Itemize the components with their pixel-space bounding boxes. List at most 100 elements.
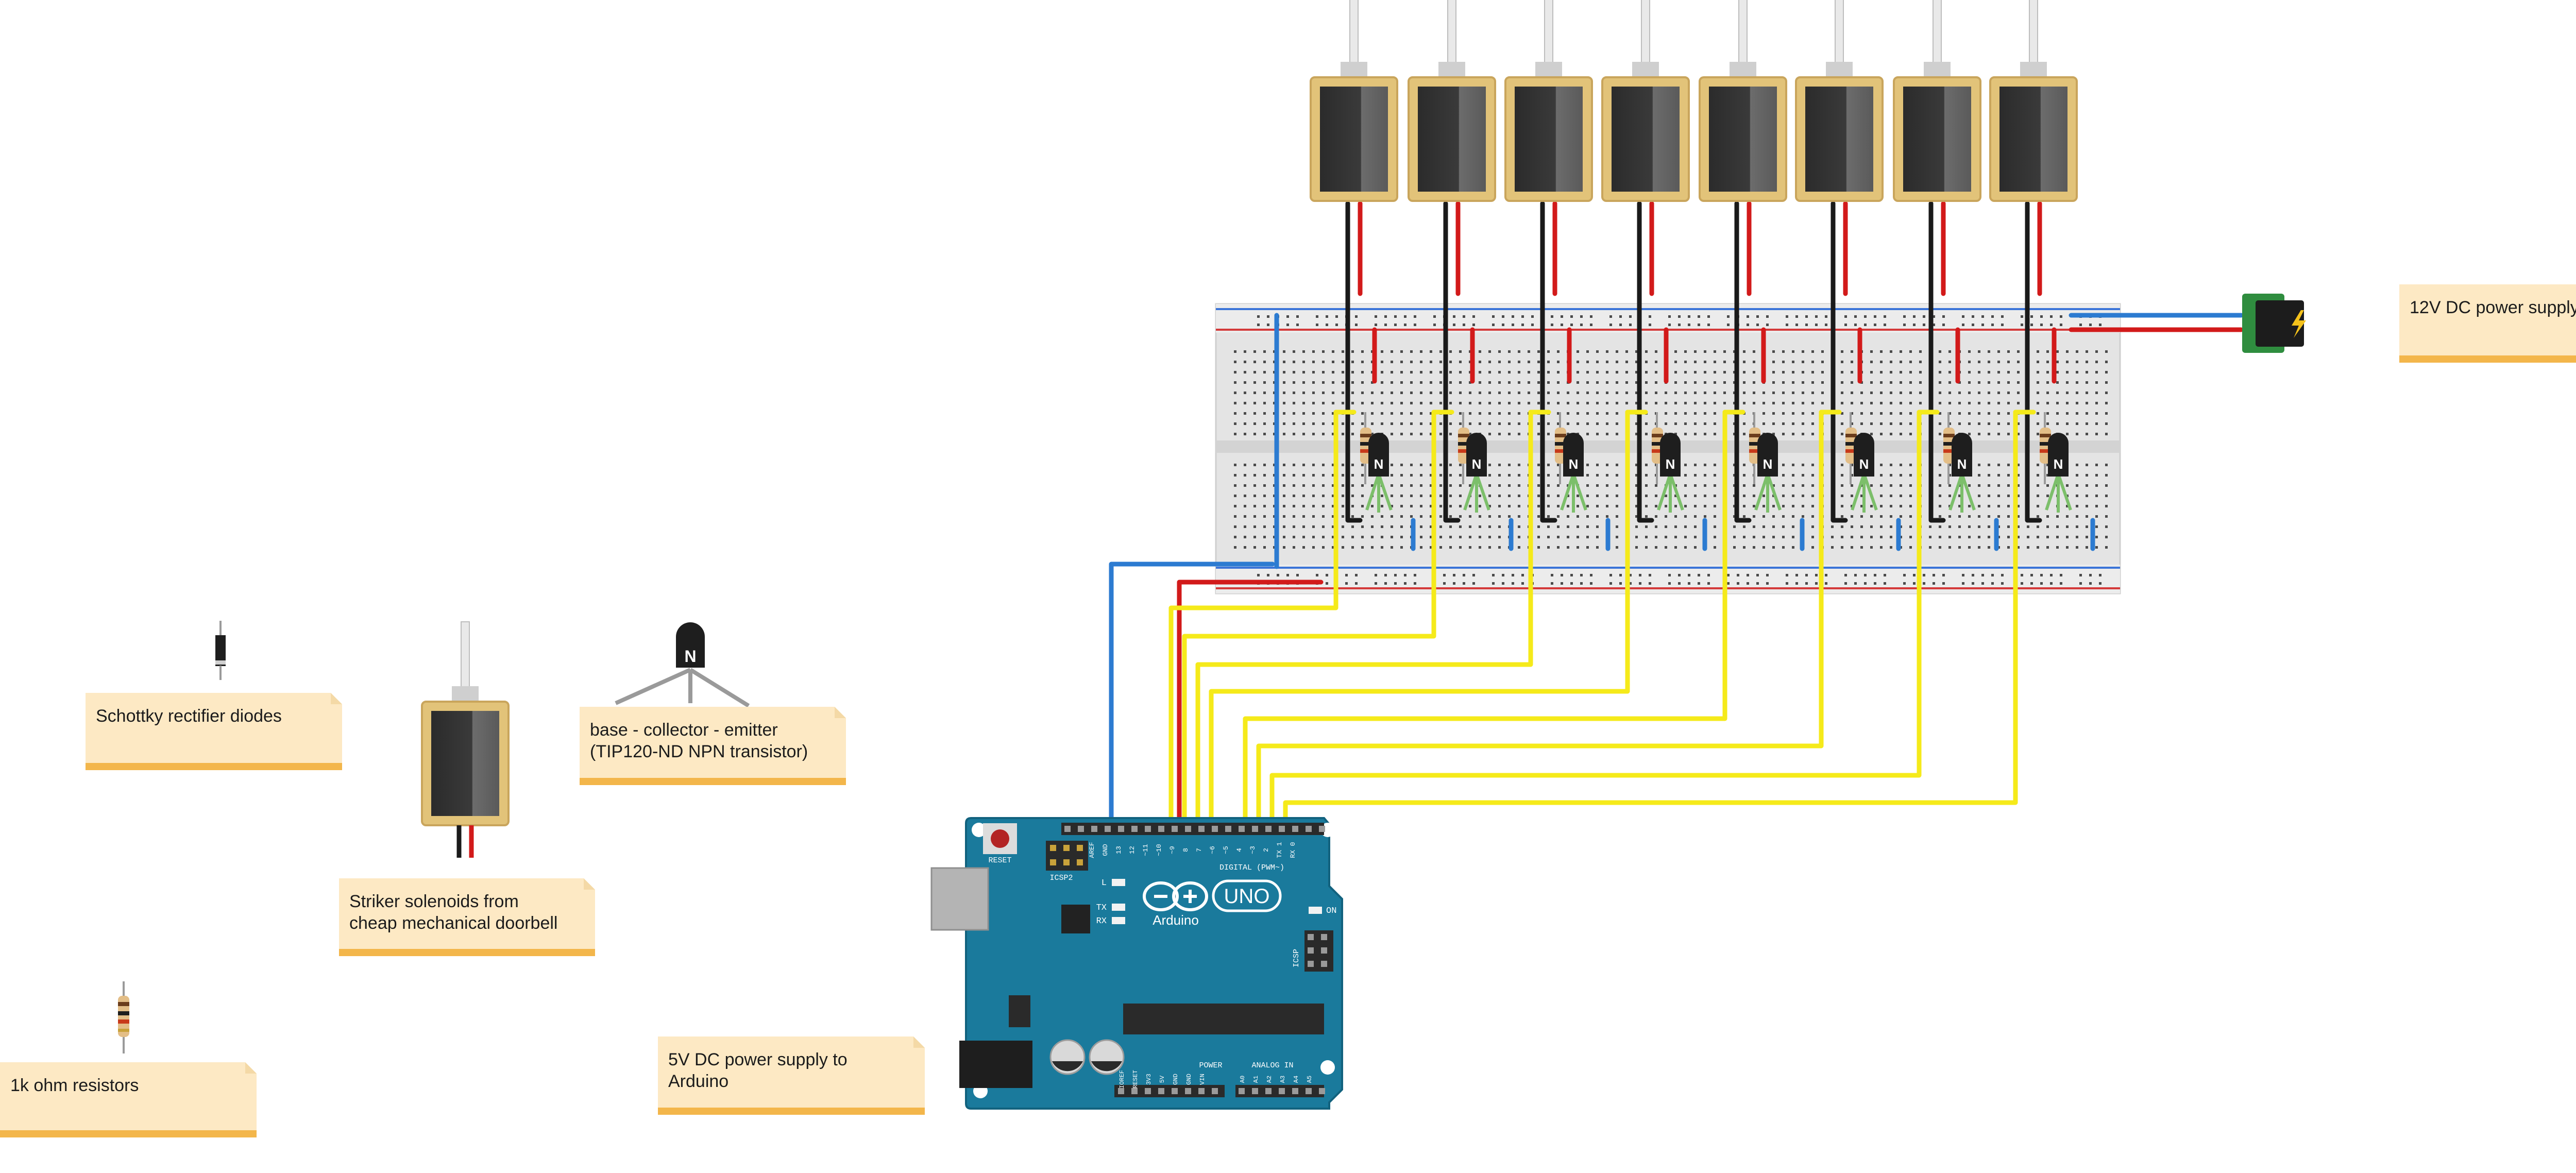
transistor: N	[1365, 433, 1393, 513]
legend-transistor: N	[615, 622, 750, 708]
note-12v-supply-text: 12V DC power supply	[2410, 298, 2576, 317]
solenoid	[1504, 0, 1593, 202]
wire-solenoid-black	[1345, 201, 1363, 523]
solenoid	[1795, 0, 1884, 202]
note-transistor: base - collector - emitter (TIP120-ND NP…	[580, 707, 846, 785]
solenoid	[421, 621, 510, 826]
pin-label: 7	[1195, 848, 1203, 852]
analog-label: ANALOG IN	[1251, 1061, 1293, 1070]
pin-label: 5V	[1159, 1075, 1166, 1083]
note-diodes: Schottky rectifier diodes	[86, 693, 342, 770]
transistor-label: N	[1666, 456, 1675, 472]
wire-signal-yellow	[1243, 410, 1727, 826]
pin-label: 4	[1235, 848, 1243, 852]
transistor: N	[1463, 433, 1490, 513]
arduino-uno: UNO Arduino RESET ICSP2 L TX RX ON ICSP …	[930, 817, 1343, 1110]
transistor: N	[1560, 433, 1587, 513]
transistor: N	[1948, 433, 1976, 513]
pin-label: A0	[1239, 1076, 1246, 1083]
pin-label: GND	[1185, 1074, 1193, 1085]
pin-label: 3V3	[1145, 1074, 1153, 1085]
pin-label: AREF	[1088, 842, 1096, 858]
wires	[1109, 201, 2244, 1100]
on-label: ON	[1326, 906, 1336, 916]
led-rx-label: RX	[1096, 916, 1107, 926]
pin-label: ~9	[1168, 846, 1176, 854]
wire-solenoid-black	[1734, 201, 1752, 523]
transistor: N	[1657, 433, 1684, 513]
legend-diode	[215, 621, 226, 680]
wire-solenoid-black	[1443, 201, 1461, 523]
transistor-label: N	[1859, 456, 1869, 472]
pin-label: A1	[1252, 1076, 1260, 1083]
wire-signal-yellow	[1195, 410, 1533, 826]
solenoid	[1408, 0, 1496, 202]
transistor-label: N	[1957, 456, 1967, 472]
wire-solenoid-black	[1637, 201, 1654, 523]
solenoid-row	[1310, 0, 2078, 202]
transistor: N	[2045, 433, 2072, 513]
pin-label: IOREF	[1118, 1070, 1126, 1089]
transistor-label: N	[1374, 456, 1384, 472]
wire-signal-yellow	[1283, 410, 2018, 826]
pin-label: A2	[1266, 1076, 1273, 1083]
transistor: N	[1851, 433, 1878, 513]
note-5v-supply: 5V DC power supply to Arduino	[658, 1036, 925, 1115]
transistor: N	[1754, 433, 1782, 513]
pin-label: 8	[1182, 848, 1190, 852]
led-tx-label: TX	[1096, 903, 1107, 913]
solenoid	[1601, 0, 1690, 202]
legend-solenoid	[421, 621, 510, 858]
wire-solenoid-black	[2025, 201, 2042, 523]
pin-label: ~10	[1155, 844, 1163, 856]
wire-signal-yellow	[1182, 410, 1436, 826]
pin-label: ~3	[1249, 846, 1257, 854]
icsp-label: ICSP	[1292, 949, 1301, 967]
icsp2-label: ICSP2	[1049, 874, 1073, 882]
wire-signal-yellow	[1269, 410, 1922, 826]
wire-solenoid-black	[1928, 201, 1946, 523]
wire-signal-yellow	[1209, 410, 1630, 826]
solenoid	[1699, 0, 1787, 202]
pin-label: A5	[1306, 1076, 1313, 1083]
transistor-label: N	[1472, 456, 1482, 472]
note-5v-supply-text: 5V DC power supply to Arduino	[668, 1050, 848, 1091]
wire-signal-yellow	[1256, 410, 1824, 826]
power-label: POWER	[1199, 1061, 1222, 1070]
arduino-brand: Arduino	[1153, 912, 1199, 928]
resistor	[1845, 412, 1857, 484]
note-12v-supply: 12V DC power supply	[2399, 284, 2576, 363]
led-l-label: L	[1101, 878, 1107, 888]
solenoid	[1989, 0, 2078, 202]
pin-label: ~6	[1209, 846, 1216, 854]
transistor-label: N	[1763, 456, 1773, 472]
pin-label: ~11	[1142, 844, 1149, 856]
transistor-label: N	[1569, 456, 1579, 472]
solenoid	[1310, 0, 1398, 202]
wire-solenoid-black	[1540, 201, 1557, 523]
pin-label: A4	[1293, 1076, 1300, 1083]
pin-label: GND	[1101, 844, 1109, 856]
solenoid	[1893, 0, 1981, 202]
pin-label: RX 0	[1289, 842, 1297, 858]
pin-label: RESET	[1132, 1070, 1139, 1089]
note-diodes-text: Schottky rectifier diodes	[96, 706, 282, 726]
note-resistors: 1k ohm resistors	[0, 1062, 257, 1137]
pin-label: ~5	[1222, 846, 1230, 854]
wire-solenoid-black	[1831, 201, 1848, 523]
pin-label: A3	[1279, 1076, 1286, 1083]
transistor-label: N	[2054, 456, 2063, 472]
wire-gnd-blue	[1109, 562, 1275, 827]
note-solenoids-text: Striker solenoids from cheap mechanical …	[349, 892, 558, 933]
reset-label: RESET	[988, 856, 1011, 865]
uno-label: UNO	[1224, 885, 1270, 908]
dc-power-jack	[2242, 294, 2306, 353]
icsp2-pins	[1050, 845, 1083, 865]
pin-label: 12	[1128, 846, 1136, 854]
note-solenoids: Striker solenoids from cheap mechanical …	[339, 878, 595, 956]
pin-label: GND	[1172, 1074, 1179, 1085]
pin-label: VIN	[1199, 1074, 1206, 1085]
note-transistor-text: base - collector - emitter (TIP120-ND NP…	[590, 720, 808, 761]
